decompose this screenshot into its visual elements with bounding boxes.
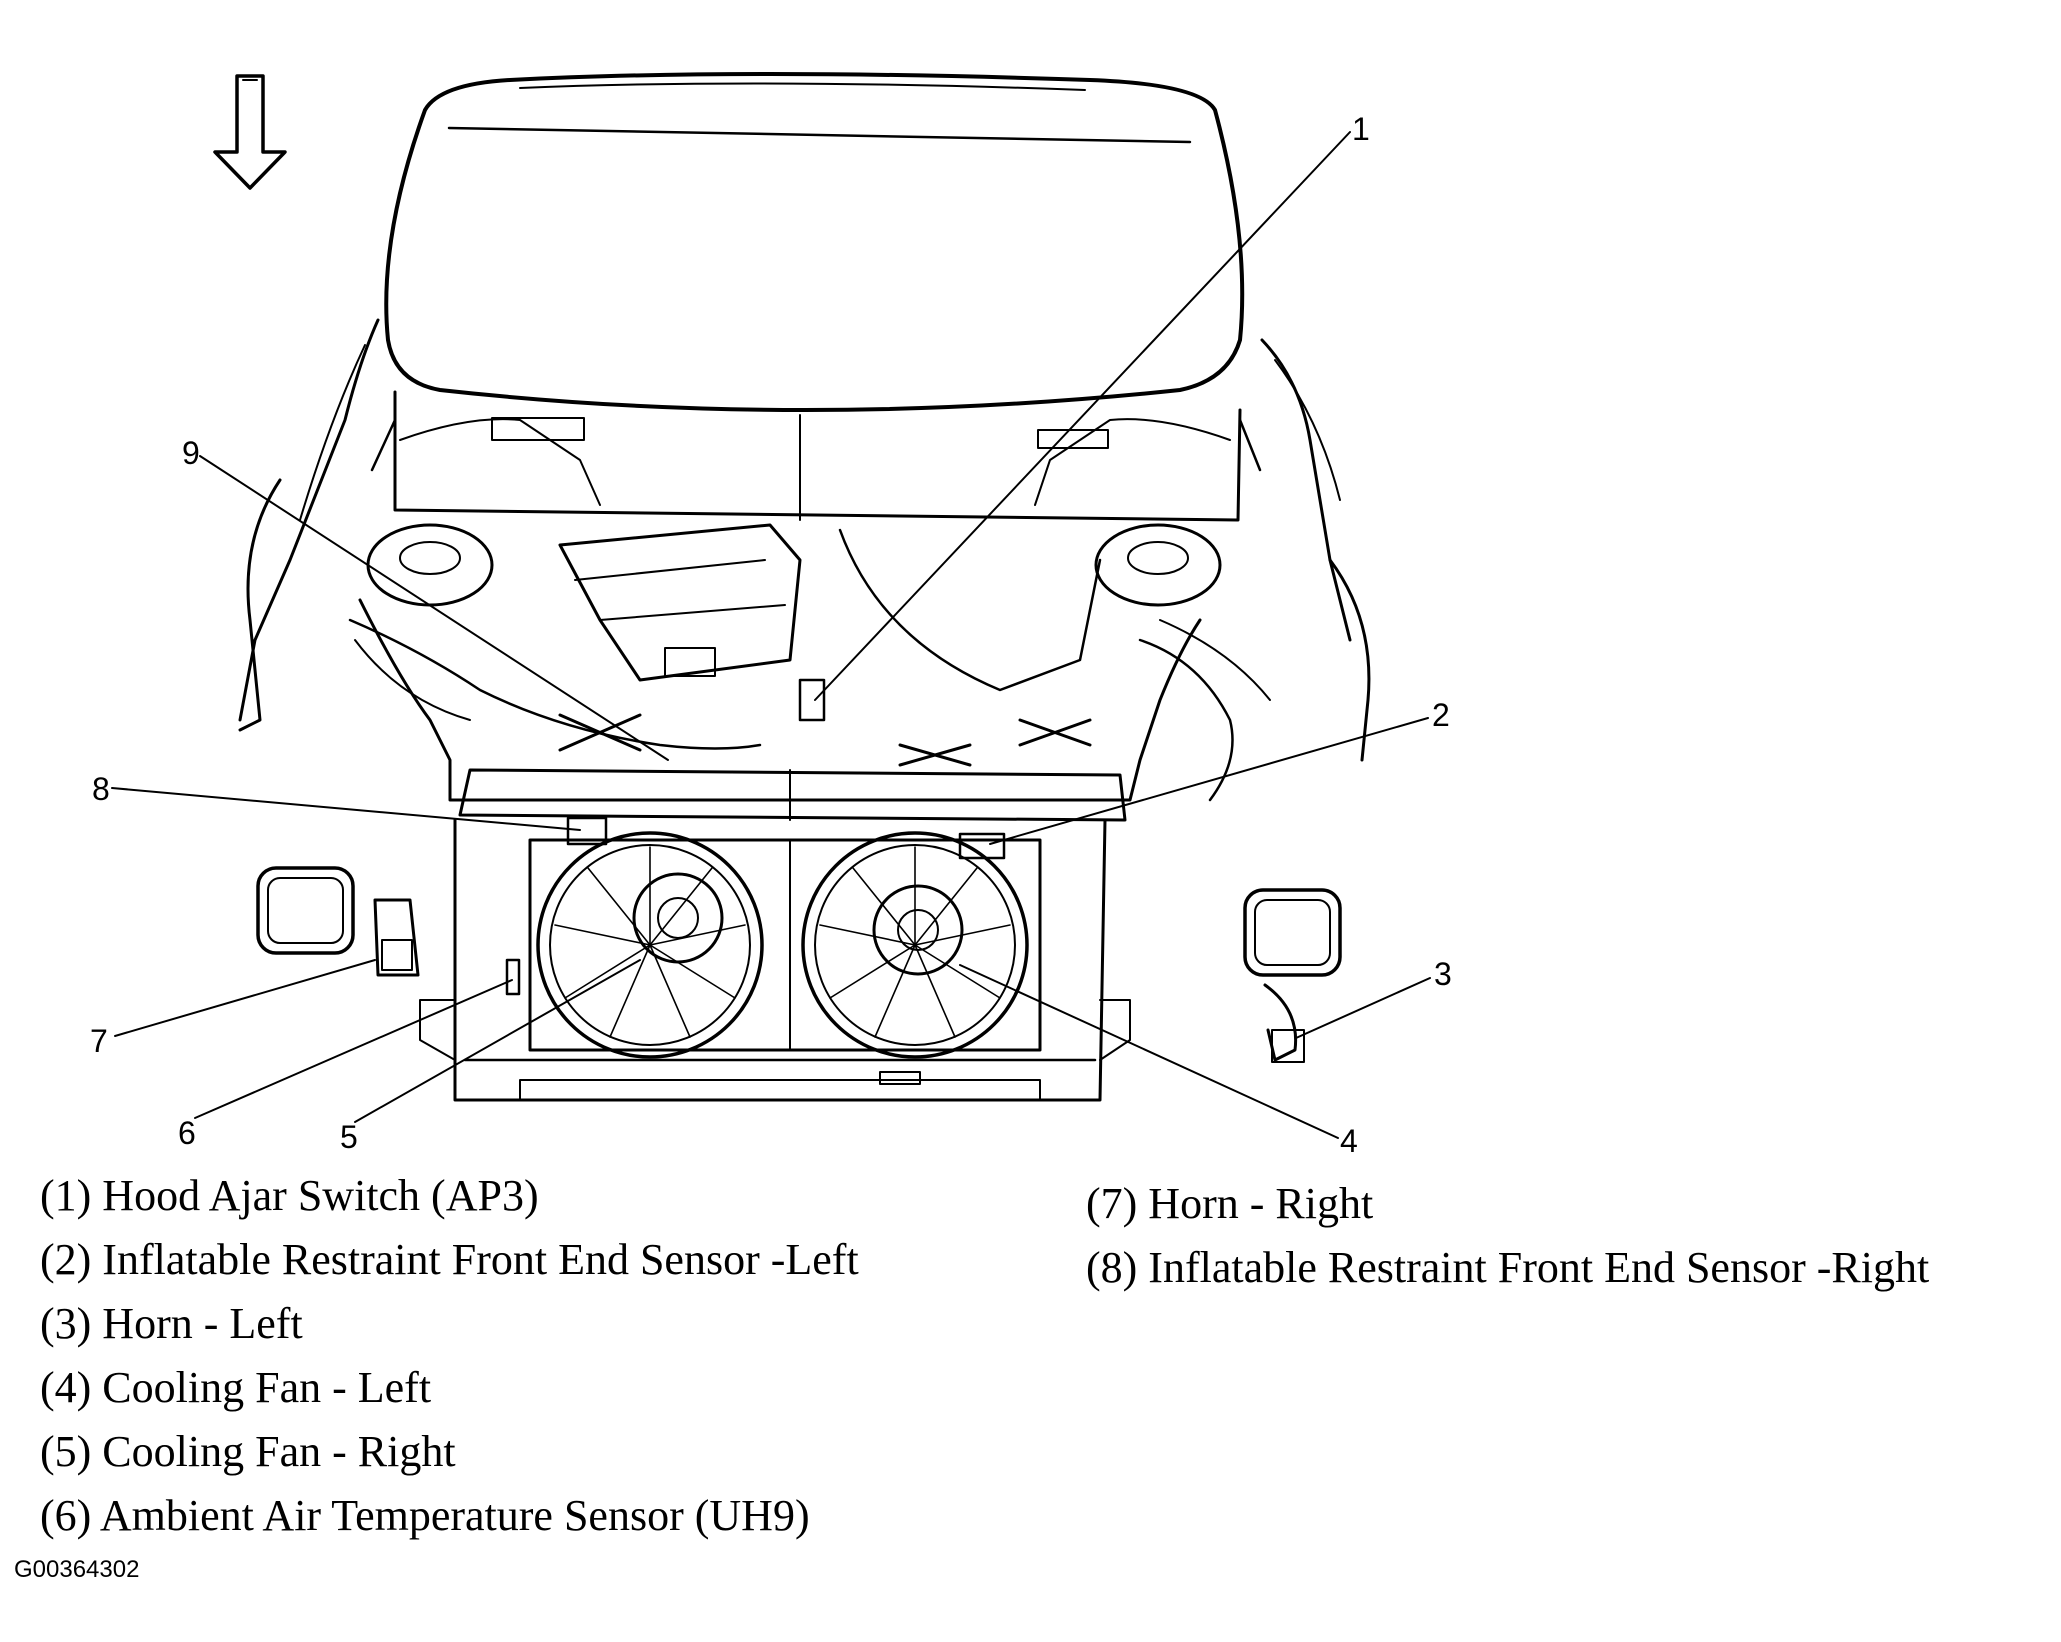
down-arrow-icon [213, 74, 287, 190]
callout-6: 6 [178, 1115, 196, 1151]
callout-4: 4 [1340, 1123, 1358, 1159]
right-headlamp [1243, 888, 1342, 977]
callout-8: 8 [92, 771, 110, 807]
figure-id: G00364302 [14, 1556, 140, 1583]
legend-item-5: (5) Cooling Fan - Right [40, 1427, 456, 1476]
hood-ajar-switch [798, 678, 826, 722]
callout-5: 5 [340, 1119, 358, 1155]
callout-1: 1 [1352, 111, 1370, 147]
legend-item-6: (6) Ambient Air Temperature Sensor (UH9) [40, 1491, 810, 1540]
legend-left: (1) Hood Ajar Switch (AP3) (2) Inflatabl… [40, 1164, 859, 1548]
cooling-fan-right [536, 831, 764, 1059]
callout-2: 2 [1432, 697, 1450, 733]
ambient-air-temperature-sensor [505, 958, 521, 996]
cooling-fan-left [801, 831, 1029, 1059]
callout-3: 3 [1434, 956, 1452, 992]
callout-7: 7 [90, 1023, 108, 1059]
vehicle-body [238, 318, 1371, 1102]
callout-numbers: 1 2 3 4 5 6 7 8 9 [90, 111, 1452, 1159]
front-end-sensor-left [958, 832, 1006, 860]
legend-item-3: (3) Horn - Left [40, 1299, 303, 1348]
legend-item-4: (4) Cooling Fan - Left [40, 1363, 432, 1412]
callout-9: 9 [182, 435, 200, 471]
leader-lines [111, 131, 1431, 1139]
horn-right [373, 898, 420, 977]
legend-right: (7) Horn - Right (8) Inflatable Restrain… [1086, 1172, 1929, 1300]
horn-left [1263, 983, 1305, 1063]
left-headlamp [256, 866, 355, 955]
legend-item-2: (2) Inflatable Restraint Front End Senso… [40, 1235, 859, 1284]
windshield [384, 72, 1245, 412]
legend-item-8: (8) Inflatable Restraint Front End Senso… [1086, 1243, 1930, 1292]
legend-item-1: (1) Hood Ajar Switch (AP3) [40, 1171, 539, 1220]
front-end-sensor-right [566, 816, 608, 846]
legend-item-7: (7) Horn - Right [1086, 1179, 1374, 1228]
